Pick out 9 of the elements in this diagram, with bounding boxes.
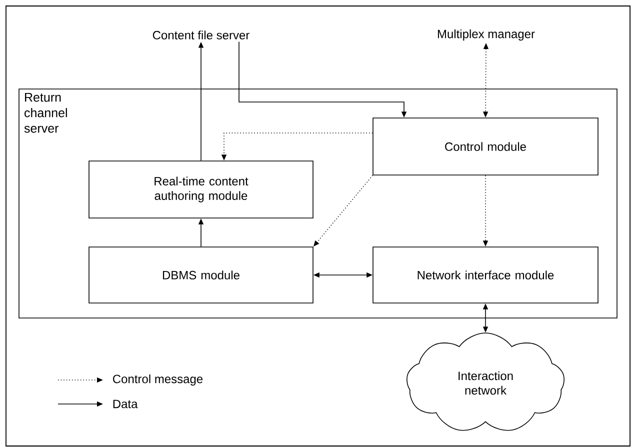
network-cloud: Interaction network	[406, 332, 564, 431]
legend-text: Control message	[113, 374, 203, 386]
module-box: Control module	[372, 118, 598, 176]
legend-text: Data	[113, 400, 138, 408]
module-box: DBMS module	[88, 246, 314, 304]
server-label: Content file server	[152, 30, 250, 40]
module-box: Network interface module	[372, 246, 598, 304]
manager-label: Multiplex manager	[438, 29, 535, 41]
module-box: Real-time content authoring module	[88, 160, 314, 218]
